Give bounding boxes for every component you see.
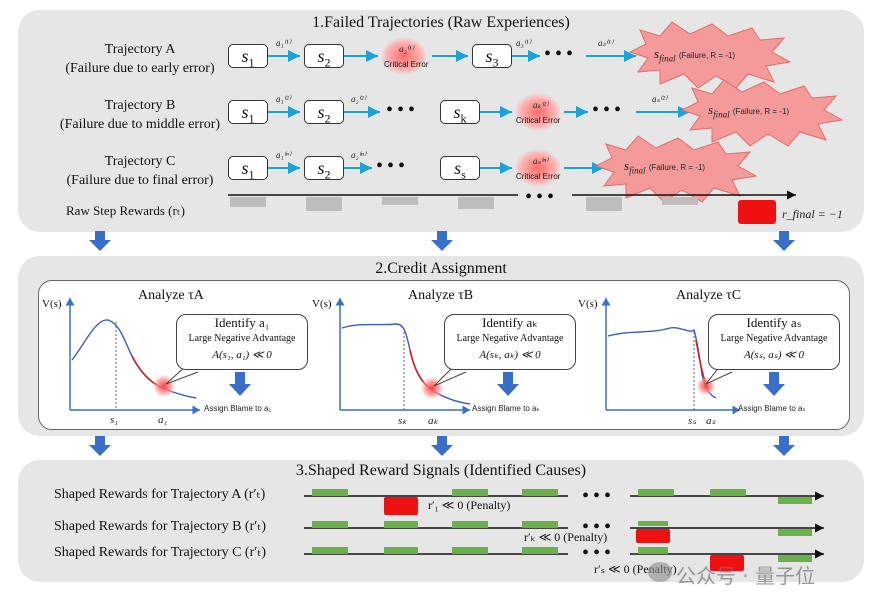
failure-final-state: sfinal (Failure, R = -1): [708, 102, 790, 120]
action-label: a₂⁽¹⁾: [399, 44, 414, 54]
analyze-c-title: Analyze τC: [676, 288, 742, 303]
blame-label-b: Assign Blame to aₖ: [472, 404, 540, 413]
critical-error-glow: [516, 150, 560, 186]
positive-reward-bar: [384, 521, 418, 528]
blame-label-a: Assign Blame to a₁: [204, 404, 272, 413]
watermark-text: 公众号 · 量子位: [676, 564, 816, 588]
reward-bar: [586, 197, 622, 211]
reward-bar: [382, 197, 418, 205]
positive-reward-bar: [638, 489, 674, 496]
action-label: a₁⁽ⁿ⁾: [276, 150, 291, 160]
wechat-icon: [648, 562, 672, 582]
r-final-label: r_final = −1: [782, 207, 843, 221]
penalty-label-a: r′₁ ≪ 0 (Penalty): [428, 498, 511, 512]
state-box-s2: s2: [304, 156, 344, 182]
positive-reward-bar: [452, 547, 488, 554]
section3-title: 3.Shaped Reward Signals (Identified Caus…: [295, 462, 587, 479]
trajectory-c-label: Trajectory C (Failure due to final error…: [66, 154, 214, 188]
state-box-s1: s1: [228, 156, 268, 182]
x-tick-a: aₛ: [706, 415, 716, 427]
shaped-row-c-label: Shaped Rewards for Trajectory C (r′ₜ): [54, 545, 267, 560]
positive-reward-bar: [638, 547, 668, 554]
positive-reward-bar: [710, 489, 746, 496]
failure-final-state: sfinal (Failure, R = -1): [624, 158, 706, 176]
penalty-bar: [384, 497, 418, 515]
final-reward-bar: [738, 200, 776, 224]
identify-callout-a: Identify a₁ Large Negative Advantage A(s…: [176, 314, 308, 370]
identify-callout-c: Identify aₛ Large Negative Advantage A(s…: [708, 314, 840, 370]
positive-reward-bar: [522, 489, 558, 496]
positive-reward-bar: [452, 521, 488, 528]
positive-reward-bar: [522, 547, 558, 554]
analyze-a-title: Analyze τA: [138, 288, 204, 303]
action-label: a₂⁽²⁾: [351, 94, 366, 104]
positive-reward-bar: [778, 529, 812, 536]
ellipsis: •••: [582, 485, 616, 507]
positive-reward-bar: [312, 489, 348, 496]
penalty-bar: [636, 529, 670, 543]
blame-label-c: Assign Blame to aₛ: [738, 404, 806, 413]
section1-title: 1.Failed Trajectories (Raw Experiences): [312, 14, 570, 31]
reward-bar: [306, 197, 342, 211]
identify-callout-b: Identify aₖ Large Negative Advantage A(s…: [444, 314, 576, 370]
state-box-s1: s1: [228, 100, 268, 126]
action-label: aₛ⁽¹⁾: [598, 38, 613, 48]
x-tick-s: sₖ: [398, 415, 407, 427]
positive-reward-bar: [778, 555, 812, 562]
x-tick-a: a₁: [158, 414, 168, 426]
analyze-b-title: Analyze τB: [408, 288, 474, 303]
state-box-s2: s2: [304, 44, 344, 70]
ellipsis: •••: [582, 542, 616, 564]
vs-axis-label: V(s): [312, 298, 332, 310]
shaped-row-a-label: Shaped Rewards for Trajectory A (r′ₜ): [54, 487, 266, 502]
action-label: a₁⁽²⁾: [276, 94, 291, 104]
reward-bar: [662, 197, 698, 205]
critical-error-label: Critical Error: [384, 60, 429, 69]
section2-title: 2.Credit Assignment: [375, 260, 507, 277]
reward-bar: [458, 197, 494, 209]
failure-final-state: sfinal (Failure, R = -1): [654, 46, 736, 64]
x-tick-a: aₖ: [428, 415, 439, 427]
positive-reward-bar: [384, 547, 418, 554]
action-label: a₁⁽¹⁾: [276, 38, 291, 48]
raw-step-rewards-label: Raw Step Rewards (rₜ): [66, 203, 185, 218]
trajectory-b-label: Trajectory B (Failure due to middle erro…: [59, 98, 221, 132]
x-tick-s: s₁: [110, 414, 119, 426]
action-label: a₃⁽¹⁾: [516, 38, 531, 48]
state-box-s2: s2: [304, 100, 344, 126]
positive-reward-bar: [778, 497, 812, 504]
x-tick-s: sₛ: [688, 415, 697, 427]
positive-reward-bar: [638, 521, 668, 526]
penalty-label-b: r′ₖ ≪ 0 (Penalty): [524, 530, 608, 544]
action-label: aₛ⁽ⁿ⁾: [533, 156, 549, 166]
shaped-row-b-label: Shaped Rewards for Trajectory B (r′ₜ): [54, 519, 267, 534]
trajectory-a-label: Trajectory A (Failure due to early error…: [65, 42, 215, 76]
penalty-bar: [710, 555, 744, 571]
action-label: aₖ⁽²⁾: [533, 100, 549, 110]
critical-error-glow: [382, 38, 426, 74]
state-box-sk: sk: [440, 100, 480, 126]
positive-reward-bar: [312, 547, 348, 554]
positive-reward-bar: [312, 521, 348, 528]
state-box-ss: ss: [440, 156, 480, 182]
positive-reward-bar: [522, 521, 558, 528]
critical-error-label: Critical Error: [516, 116, 561, 125]
critical-error-label: Critical Error: [516, 172, 561, 181]
plot-b: [335, 298, 471, 415]
vs-axis-label: V(s): [578, 298, 598, 310]
positive-reward-bar: [452, 489, 488, 496]
state-box-s3: s3: [472, 44, 512, 70]
reward-bar: [230, 197, 266, 207]
critical-error-glow: [516, 94, 560, 130]
vs-axis-label: V(s): [42, 298, 62, 310]
state-box-s1: s1: [228, 44, 268, 70]
action-label: aₛ⁽²⁾: [652, 94, 667, 104]
action-label: a₂⁽ⁿ⁾: [351, 150, 366, 160]
